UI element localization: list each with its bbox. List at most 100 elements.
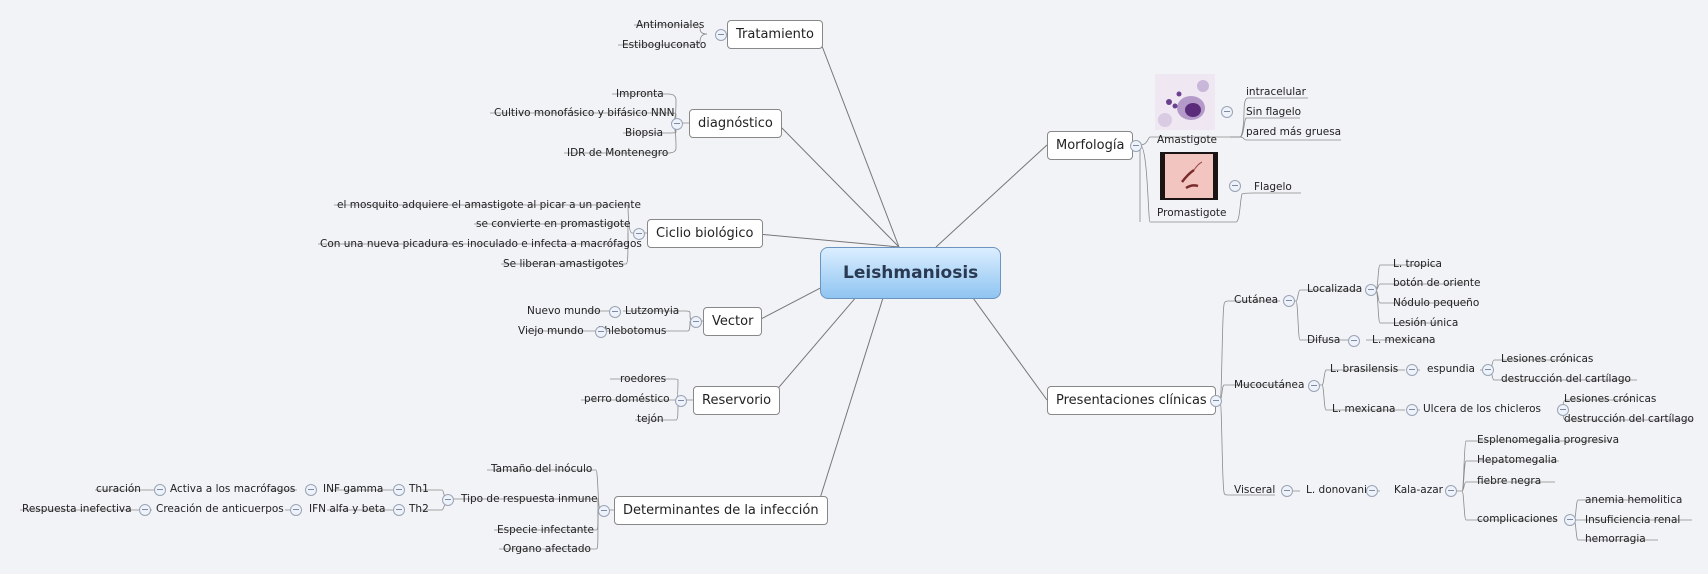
leaf-visceral[interactable]: Visceral [1234, 484, 1276, 496]
leaf-destruccion-1[interactable]: destrucción del cartílago [1501, 373, 1631, 385]
leaf-nuevo-mundo[interactable]: Nuevo mundo [527, 305, 601, 317]
collapse-icon[interactable] [675, 395, 687, 407]
leaf-difusa[interactable]: Difusa [1307, 334, 1341, 346]
leaf-lesiones-cronicas-2[interactable]: Lesiones crónicas [1564, 393, 1657, 405]
leaf-ciclo-3[interactable]: Con una nueva picadura es inoculado e in… [320, 238, 642, 250]
leaf-tejon[interactable]: tejón [637, 413, 664, 425]
collapse-icon[interactable] [1406, 364, 1418, 376]
leaf-th1[interactable]: Th1 [409, 483, 429, 495]
leaf-estibogluconato[interactable]: Estibogluconato [622, 39, 707, 51]
collapse-icon[interactable] [1229, 180, 1241, 192]
leaf-anemia[interactable]: anemia hemolitica [1585, 494, 1683, 506]
leaf-ciclo-1[interactable]: el mosquito adquiere el amastigote al pi… [337, 199, 641, 211]
leaf-lesiones-cronicas-1[interactable]: Lesiones crónicas [1501, 353, 1594, 365]
collapse-icon[interactable] [305, 484, 317, 496]
topic-reservorio[interactable]: Reservorio [693, 386, 781, 415]
collapse-icon[interactable] [1557, 404, 1569, 416]
topic-ciclo-biologico[interactable]: Ciclio biológico [647, 219, 763, 248]
collapse-icon[interactable] [1283, 295, 1295, 307]
leaf-l-donovani[interactable]: L. donovani [1306, 484, 1367, 496]
collapse-icon[interactable] [139, 504, 151, 516]
leaf-lutzomyia[interactable]: Lutzomyia [625, 305, 680, 317]
leaf-curacion[interactable]: curación [96, 483, 141, 495]
leaf-cutanea[interactable]: Cutánea [1234, 294, 1279, 306]
leaf-antimoniales[interactable]: Antimoniales [636, 19, 705, 31]
collapse-icon[interactable] [1365, 284, 1377, 296]
leaf-localizada[interactable]: Localizada [1307, 283, 1363, 295]
leaf-idr[interactable]: IDR de Montenegro [567, 147, 669, 159]
central-topic[interactable]: Leishmaniosis [820, 247, 1002, 299]
leaf-kala-azar[interactable]: Kala-azar [1394, 484, 1443, 496]
leaf-respuesta-inefectiva[interactable]: Respuesta inefectiva [22, 503, 132, 515]
leaf-mucocutanea[interactable]: Mucocutánea [1234, 379, 1305, 391]
topic-vector[interactable]: Vector [703, 307, 763, 336]
leaf-viejo-mundo[interactable]: Viejo mundo [518, 325, 584, 337]
leaf-lesion-unica[interactable]: Lesión única [1393, 317, 1459, 329]
leaf-creacion[interactable]: Creación de anticuerpos [156, 503, 284, 515]
leaf-inf-gamma[interactable]: INF gamma [323, 483, 384, 495]
leaf-sin-flagelo[interactable]: Sin flagelo [1246, 106, 1302, 118]
leaf-tamano[interactable]: Tamaño del inóculo [491, 463, 593, 475]
collapse-icon[interactable] [598, 505, 610, 517]
collapse-icon[interactable] [1221, 106, 1233, 118]
collapse-icon[interactable] [1308, 380, 1320, 392]
leaf-ifn-alfa[interactable]: IFN alfa y beta [309, 503, 386, 515]
collapse-icon[interactable] [1366, 485, 1378, 497]
collapse-icon[interactable] [1210, 395, 1222, 407]
leaf-ciclo-4[interactable]: Se liberan amastigotes [503, 258, 624, 270]
topic-morfologia[interactable]: Morfología [1047, 131, 1134, 160]
collapse-icon[interactable] [715, 29, 727, 41]
leaf-flagelo[interactable]: Flagelo [1254, 181, 1292, 193]
collapse-icon[interactable] [154, 484, 166, 496]
leaf-perro[interactable]: perro doméstico [584, 393, 670, 405]
collapse-icon[interactable] [595, 326, 607, 338]
collapse-icon[interactable] [393, 484, 405, 496]
collapse-icon[interactable] [671, 118, 683, 130]
topic-determinantes[interactable]: Determinantes de la infección [614, 496, 828, 525]
leaf-roedores[interactable]: roedores [620, 373, 667, 385]
leaf-fiebre-negra[interactable]: fiebre negra [1477, 475, 1542, 487]
leaf-ciclo-2[interactable]: se convierte en promastigote [476, 218, 631, 230]
leaf-complicaciones[interactable]: complicaciones [1477, 513, 1558, 525]
collapse-icon[interactable] [633, 228, 645, 240]
leaf-hemorragia[interactable]: hemorragia [1585, 533, 1646, 545]
topic-presentaciones[interactable]: Presentaciones clínicas [1047, 386, 1216, 415]
leaf-l-mexicana-difusa[interactable]: L. mexicana [1372, 334, 1436, 346]
leaf-espundia[interactable]: espundia [1427, 363, 1475, 375]
leaf-esplenomegalia[interactable]: Esplenomegalia progresiva [1477, 434, 1620, 446]
collapse-icon[interactable] [1445, 485, 1457, 497]
collapse-icon[interactable] [1482, 364, 1494, 376]
leaf-l-mexicana-muco[interactable]: L. mexicana [1332, 403, 1396, 415]
collapse-icon[interactable] [290, 504, 302, 516]
leaf-intracelular[interactable]: intracelular [1246, 86, 1306, 98]
collapse-icon[interactable] [1281, 485, 1293, 497]
collapse-icon[interactable] [690, 316, 702, 328]
leaf-impronta[interactable]: Impronta [616, 88, 664, 100]
leaf-destruccion-2[interactable]: destrucción del cartílago [1564, 413, 1694, 425]
topic-diagnostico[interactable]: diagnóstico [689, 109, 782, 138]
leaf-nodulo[interactable]: Nódulo pequeño [1393, 297, 1480, 309]
leaf-hepatomegalia[interactable]: Hepatomegalia [1477, 454, 1558, 466]
leaf-pared[interactable]: pared más gruesa [1246, 126, 1342, 138]
leaf-organo[interactable]: Organo afectado [503, 543, 591, 555]
leaf-tipo-respuesta[interactable]: Tipo de respuesta inmune [461, 493, 598, 505]
collapse-icon[interactable] [1564, 514, 1576, 526]
leaf-th2[interactable]: Th2 [409, 503, 429, 515]
topic-tratamiento[interactable]: Tratamiento [727, 20, 823, 49]
leaf-ulcera-chicleros[interactable]: Ulcera de los chicleros [1423, 403, 1542, 415]
collapse-icon[interactable] [442, 494, 454, 506]
collapse-icon[interactable] [609, 306, 621, 318]
leaf-cultivo[interactable]: Cultivo monofásico y bifásico NNN [494, 107, 675, 119]
collapse-icon[interactable] [1130, 140, 1142, 152]
leaf-especie[interactable]: Especie infectante [497, 524, 595, 536]
collapse-icon[interactable] [393, 504, 405, 516]
leaf-insuficiencia-renal[interactable]: Insuficiencia renal [1585, 514, 1681, 526]
collapse-icon[interactable] [1348, 335, 1360, 347]
leaf-phlebotomus[interactable]: Phlebotomus [598, 325, 667, 337]
leaf-l-brasilensis[interactable]: L. brasilensis [1330, 363, 1399, 375]
collapse-icon[interactable] [1406, 404, 1418, 416]
leaf-l-tropica[interactable]: L. tropica [1393, 258, 1442, 270]
leaf-boton-oriente[interactable]: botón de oriente [1393, 277, 1481, 289]
leaf-biopsia[interactable]: Biopsia [625, 127, 664, 139]
leaf-activa[interactable]: Activa a los macrófagos [170, 483, 296, 495]
